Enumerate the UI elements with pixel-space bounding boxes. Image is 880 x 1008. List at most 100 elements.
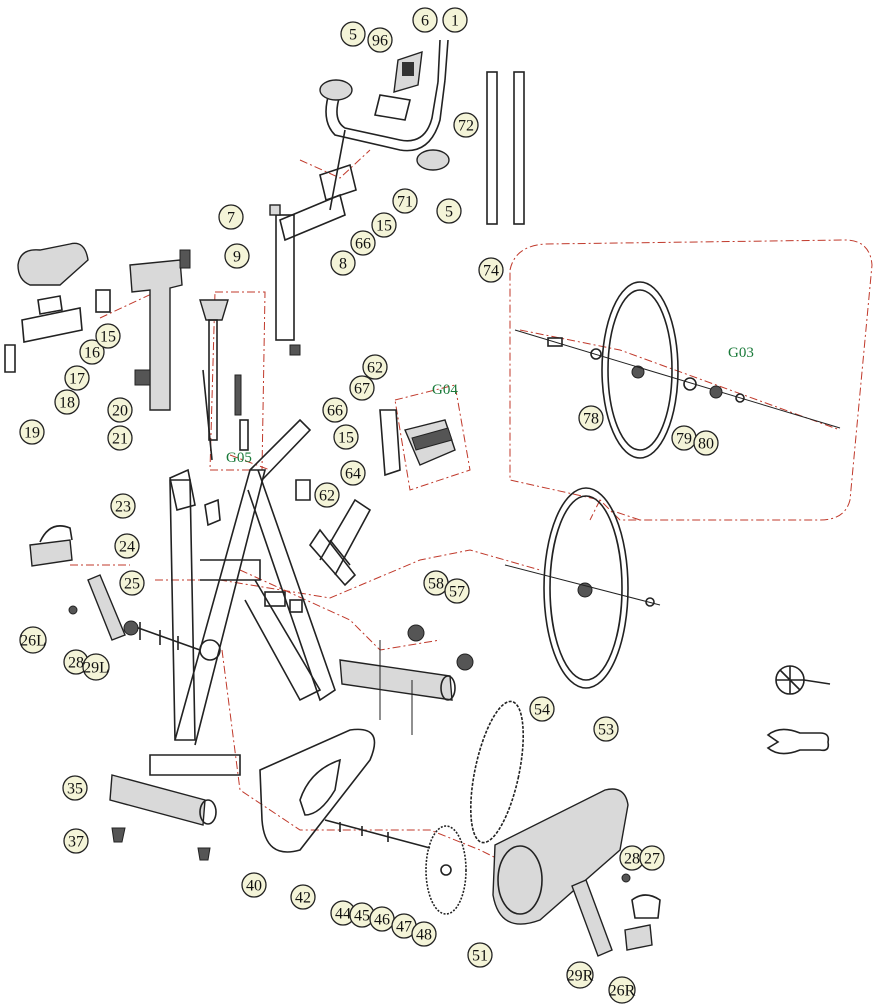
callout-80: 80: [693, 430, 719, 456]
left-crank: [87, 574, 126, 641]
callout-circle: [290, 884, 316, 910]
callout-circle: [639, 845, 665, 871]
brake-spring: [234, 374, 242, 416]
callout-label: 5: [445, 204, 453, 221]
callout-circle: [478, 257, 504, 283]
callout-47: 47: [391, 913, 417, 939]
callout-circle: [467, 942, 493, 968]
stabilizer-rear: [339, 659, 453, 701]
callout-label: 8: [339, 256, 347, 273]
callout-48: 48: [411, 921, 437, 947]
main-frame: [149, 418, 372, 776]
callout-label: 96: [372, 33, 388, 50]
tension-wheel-57: [456, 653, 474, 671]
callout-66: 66: [322, 397, 348, 423]
callout-29L: 29L: [82, 653, 110, 681]
callout-label: 54: [534, 702, 550, 719]
callout-label: 25: [124, 576, 140, 593]
callout-46: 46: [369, 906, 395, 932]
callout-5: 5: [436, 198, 462, 224]
leveler-foot: [111, 827, 126, 843]
callout-label: 80: [698, 436, 714, 453]
callout-62: 62: [362, 354, 388, 380]
main-leader-3: [239, 569, 441, 651]
callout-label: 18: [59, 395, 75, 412]
callout-51: 51: [467, 942, 493, 968]
tension-wheel-58: [407, 624, 425, 642]
seat-slider-knob: [4, 344, 16, 373]
callout-15: 15: [333, 424, 359, 450]
callout-label: 9: [233, 249, 241, 266]
callout-label: 48: [416, 927, 432, 944]
bottle-mount: [295, 479, 311, 501]
leveler-foot-right: [197, 847, 211, 861]
stem-tube: [275, 214, 295, 341]
callout-circle: [82, 653, 110, 681]
callout-label: 53: [598, 722, 614, 739]
callout-label: 64: [345, 466, 361, 483]
callout-circle: [350, 230, 376, 256]
callout-66: 66: [350, 230, 376, 256]
stabilizer-front: [109, 774, 206, 826]
callout-label: 26L: [20, 633, 46, 650]
callout-label: 78: [583, 411, 599, 428]
callout-label: 15: [338, 430, 354, 447]
foam-grip-right: [513, 71, 525, 225]
callout-circle: [333, 424, 359, 450]
brake-bracket: [379, 409, 401, 477]
callout-26R: 26R: [608, 976, 636, 1004]
g03-washer-78: [590, 348, 602, 360]
callout-label: 46: [374, 912, 390, 929]
callout-label: 15: [100, 329, 116, 346]
callout-label: 16: [84, 345, 100, 362]
flywheel-inner: [549, 495, 623, 681]
callout-label: 42: [295, 890, 311, 907]
saddle: [17, 242, 89, 286]
callout-20: 20: [107, 397, 133, 423]
callout-label: 72: [458, 118, 474, 135]
stem-plug: [269, 204, 281, 216]
callout-25: 25: [119, 570, 145, 596]
callout-label: 28: [68, 655, 84, 672]
callout-label: 44: [335, 906, 351, 923]
callout-circle: [63, 828, 89, 854]
callout-96: 96: [367, 27, 393, 53]
callout-circle: [693, 430, 719, 456]
callout-40: 40: [241, 872, 267, 898]
callout-label: 62: [367, 360, 383, 377]
callout-64: 64: [340, 460, 366, 486]
callout-circle: [107, 397, 133, 423]
callout-15: 15: [95, 323, 121, 349]
right-crank: [571, 879, 613, 957]
callout-label: 57: [449, 584, 465, 601]
callout-label: 62: [319, 488, 335, 505]
callout-label: 58: [428, 576, 444, 593]
callout-62: 62: [314, 482, 340, 508]
g03-bearing-80: [709, 385, 723, 399]
brake-rod: [208, 319, 218, 441]
callout-label: 66: [355, 236, 371, 253]
group-label-g04: G04: [432, 382, 458, 398]
console-screen: [402, 62, 414, 76]
callout-circle: [110, 493, 136, 519]
callout-circle: [54, 389, 80, 415]
callout-21: 21: [107, 425, 133, 451]
callout-circle: [593, 716, 619, 742]
callout-29R: 29R: [566, 961, 594, 989]
chainring: [425, 825, 467, 915]
handlebar-end-cap-right: [416, 149, 450, 171]
seat-post: [129, 259, 183, 411]
callout-circle: [362, 354, 388, 380]
seat-knob: [134, 369, 151, 386]
callout-53: 53: [593, 716, 619, 742]
stabilizer-rear-cap: [440, 675, 456, 701]
callout-label: 17: [69, 371, 85, 388]
saddle-slider: [21, 307, 83, 343]
callout-circle: [371, 212, 397, 238]
callout-label: 47: [396, 919, 412, 936]
callout-circle: [241, 872, 267, 898]
g03-flywheel-outer: [601, 281, 679, 459]
callout-79: 79: [671, 425, 697, 451]
callout-18: 18: [54, 389, 80, 415]
